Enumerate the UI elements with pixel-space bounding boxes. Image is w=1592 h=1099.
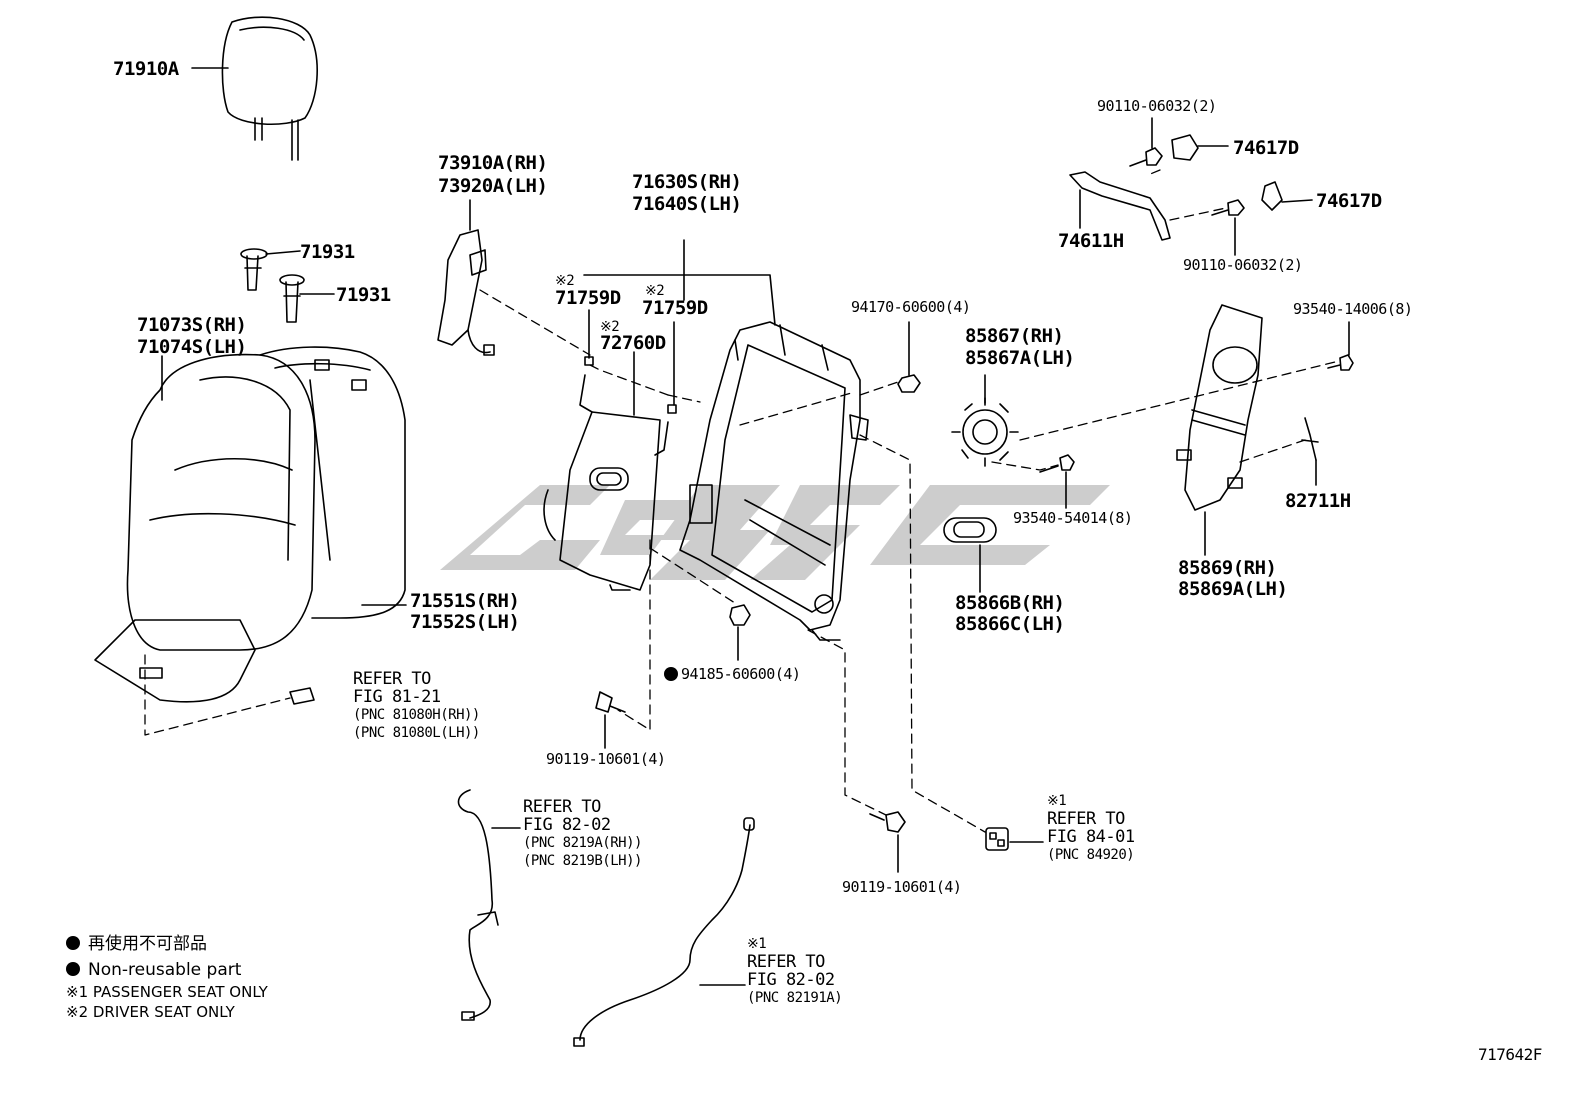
diagram-id: 717642F (1478, 1045, 1542, 1064)
part-label-cover-lh: 71074S(LH) (137, 336, 247, 358)
part-label-hook: 71759D (642, 297, 708, 319)
lumbar-support-icon (543, 356, 677, 591)
nonreusable-dot-icon (664, 667, 678, 681)
reference-fig-81-21[interactable]: REFER TO FIG 81-21 (PNC 81080H(RH)) (PNC… (353, 669, 480, 741)
part-label-grip: 74611H (1058, 230, 1124, 252)
seatback-frame-icon (679, 321, 869, 641)
nonreusable-dot-icon (66, 936, 80, 950)
reference-fig-84-01[interactable]: ※1 REFER TO FIG 84-01 (PNC 84920) (1047, 793, 1135, 863)
driver-only-mark: ※2 (600, 319, 620, 335)
part-label-board-rh: 73910A(RH) (438, 152, 548, 174)
seatback-board-icon (437, 229, 495, 356)
driver-only-mark: ※2 (555, 273, 575, 289)
part-label-recliner-lh: 85867A(LH) (965, 347, 1075, 369)
part-label-grip-screw: 90110-06032(2) (1097, 97, 1217, 115)
part-label-support: 71931 (336, 284, 391, 306)
part-label-bracket-lh: 85869A(LH) (1178, 578, 1288, 600)
nonreusable-dot-icon (66, 962, 80, 976)
part-label-screw: 93540-14006(8) (1293, 300, 1413, 318)
wire-harness-icon (573, 817, 755, 1047)
legend-note-driver: ※2 DRIVER SEAT ONLY (66, 1003, 235, 1021)
legend-row-en: Non-reusable part (66, 960, 268, 980)
part-label-headrest: 71910A (113, 58, 179, 80)
part-label-screw: 93540-54014(8) (1013, 509, 1133, 527)
screw-icon (595, 147, 1354, 833)
part-label-board-lh: 73920A(LH) (438, 175, 548, 197)
watermark-logo (440, 485, 1110, 580)
part-label-pad-rh: 71551S(RH) (410, 590, 520, 612)
bracket-icon (1176, 304, 1263, 511)
part-label-knob-rh: 85866B(RH) (955, 592, 1065, 614)
seatback-cover-icon (94, 346, 406, 703)
part-label-grip-screw: 90110-06032(2) (1183, 256, 1303, 274)
headrest-support-icon (240, 248, 305, 323)
part-label-cover-rh: 71073S(RH) (137, 314, 247, 336)
part-label-cap: 74617D (1316, 190, 1382, 212)
headrest-icon (221, 16, 318, 161)
clip-icon (1301, 417, 1319, 461)
part-label-nut: 94170-60600(4) (851, 298, 971, 316)
cap-icon (1171, 134, 1283, 211)
legend: 再使用不可部品 Non-reusable part ※1 PASSENGER S… (66, 934, 268, 1022)
part-label-recliner-rh: 85867(RH) (965, 325, 1064, 347)
nut-icon (897, 374, 921, 393)
part-label-hook: 71759D (555, 287, 621, 309)
part-label-support: 71931 (300, 241, 355, 263)
part-label-frame-rh: 71630S(RH) (632, 171, 742, 193)
knob-icon (943, 517, 997, 543)
part-label-bolt: 90119-10601(4) (842, 878, 962, 896)
reference-fig-82-02[interactable]: REFER TO FIG 82-02 (PNC 8219A(RH)) (PNC … (523, 797, 642, 869)
part-label-nut-nonreusable: 94185-60600(4) (681, 665, 801, 683)
part-label-cap: 74617D (1233, 137, 1299, 159)
part-label-knob-lh: 85866C(LH) (955, 613, 1065, 635)
assist-grip-icon (1069, 171, 1171, 241)
part-label-clip: 82711H (1285, 490, 1351, 512)
part-label-bolt: 90119-10601(4) (546, 750, 666, 768)
switch-icon (985, 827, 1009, 851)
reference-fig-82-02-passenger[interactable]: ※1 REFER TO FIG 82-02 (PNC 82191A) (747, 936, 843, 1006)
part-label-bracket-rh: 85869(RH) (1178, 557, 1277, 579)
wire-harness-icon (457, 789, 499, 1021)
legend-row-jp: 再使用不可部品 (66, 934, 268, 954)
part-label-lumbar: 72760D (600, 332, 666, 354)
part-label-pad-lh: 71552S(LH) (410, 611, 520, 633)
driver-only-mark: ※2 (645, 283, 665, 299)
legend-note-passenger: ※1 PASSENGER SEAT ONLY (66, 983, 268, 1001)
connector-icon (289, 687, 315, 705)
part-label-frame-lh: 71640S(LH) (632, 193, 742, 215)
recliner-icon (951, 397, 1019, 467)
